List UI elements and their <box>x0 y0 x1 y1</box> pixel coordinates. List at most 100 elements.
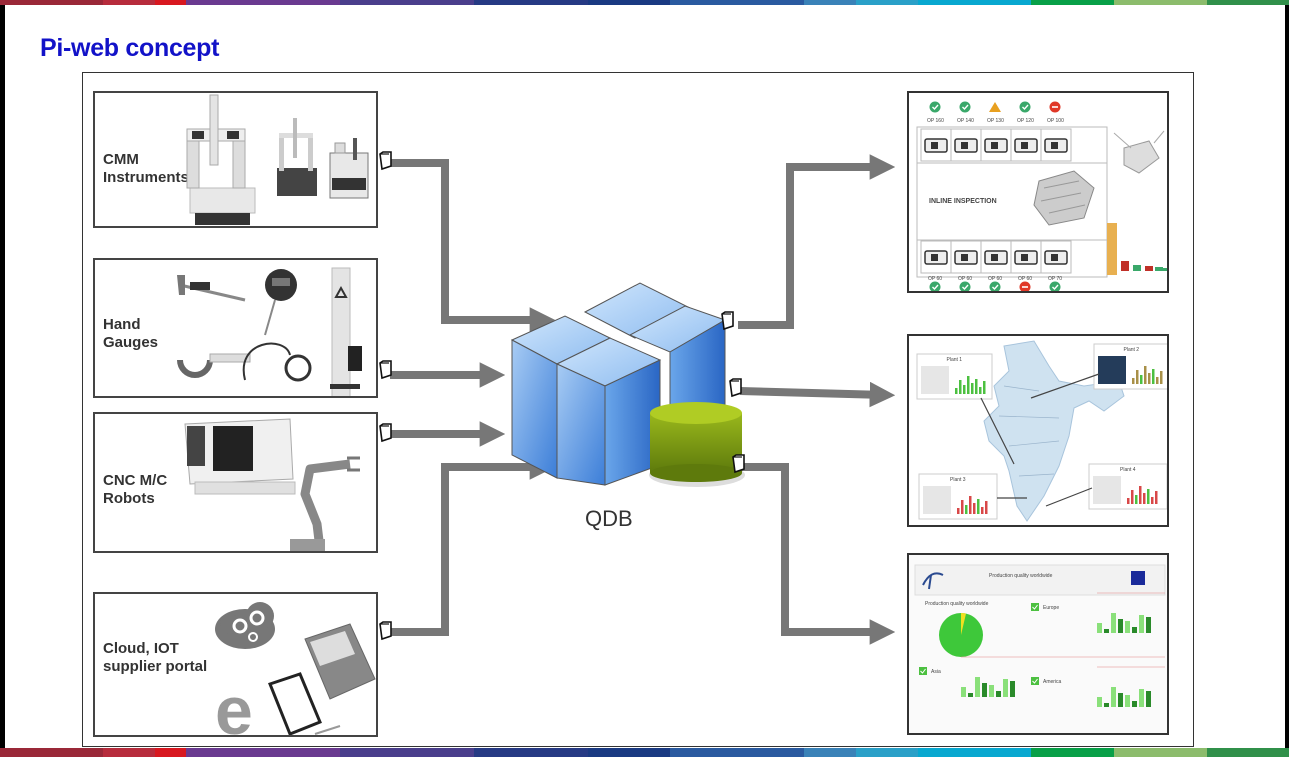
stripe-segment <box>1113 748 1207 757</box>
plant-chart-bar <box>955 388 958 394</box>
plant-chart-bar <box>1151 497 1154 504</box>
warning-bar <box>1107 223 1117 275</box>
stripe-segment <box>103 748 155 757</box>
region-chart-bar <box>1097 697 1102 707</box>
connector-qdb-to-dashboard <box>720 463 896 645</box>
op-label: OP 100 <box>1047 118 1064 124</box>
plant-chart-bar <box>1152 369 1155 384</box>
status-bar-chart <box>1121 261 1167 271</box>
stripe-segment <box>855 748 918 757</box>
status-ok-icon <box>1049 281 1061 291</box>
status-error-icon <box>1019 281 1031 291</box>
bottom-color-stripe <box>0 748 1289 757</box>
plant-chart-bar <box>961 500 964 514</box>
op-label: OP 70 <box>1048 276 1062 282</box>
source-box-cloud-iot: Cloud, IOT supplier portal e <box>93 592 378 737</box>
browser-e-icon: e <box>215 673 253 737</box>
plant-chart-bar <box>1160 371 1163 384</box>
part-image-icon <box>923 486 951 514</box>
status-ok-icon <box>989 281 1001 291</box>
piweb-logo-icon <box>922 572 944 590</box>
svg-text:e: e <box>215 673 253 737</box>
region-chart-bar <box>1132 627 1137 633</box>
caliper-gauge-icon <box>177 267 362 396</box>
status-bar <box>1133 265 1141 271</box>
region-chart-bar <box>1104 703 1109 707</box>
machine-station-icon <box>950 128 982 162</box>
region-chart-bar <box>968 693 973 697</box>
plant-chart-bar <box>1131 490 1134 504</box>
plant-chart-bar <box>965 505 968 514</box>
port-connector-icon <box>379 621 392 641</box>
region-panel: Asia <box>919 656 1165 697</box>
label-line: Hand <box>103 316 141 333</box>
stripe-segment <box>1031 0 1114 5</box>
plant-chart-bar <box>1155 491 1158 504</box>
stripe-segment <box>0 748 104 757</box>
port-connector-icon <box>732 454 745 474</box>
label-line: CMM <box>103 151 139 168</box>
machine-station-icon <box>950 240 982 274</box>
engine-block-icon <box>1033 170 1095 226</box>
op-label: OP 130 <box>987 118 1004 124</box>
plant-chart-bar <box>1140 375 1143 384</box>
region-chart-bar <box>1125 695 1130 707</box>
source-box-cnc-robots: CNC M/C Robots <box>93 412 378 553</box>
stripe-segment <box>0 0 104 5</box>
op-label: OP 60 <box>988 276 1002 282</box>
source-label-cmm: CMM Instruments <box>103 151 189 187</box>
plant-chart-bar <box>975 379 978 394</box>
stripe-segment <box>1206 748 1289 757</box>
source-label-cloud-iot: Cloud, IOT supplier portal <box>103 640 207 676</box>
region-chart-bar <box>1111 687 1116 707</box>
plant-card: Plant 4 <box>1088 463 1167 510</box>
plant-chart-bar <box>969 496 972 514</box>
region-chart-bar <box>1097 623 1102 633</box>
plant-chart-bar <box>1144 366 1147 384</box>
region-label: Europe <box>1043 605 1059 611</box>
label-line: CNC M/C <box>103 472 168 489</box>
cnc-robot-icon <box>184 418 360 551</box>
cmm-machine-icon <box>186 94 369 225</box>
region-check-icon <box>1031 603 1039 611</box>
status-ok-icon <box>959 101 971 113</box>
region-chart-bar <box>1003 679 1008 697</box>
port-connector-icon <box>379 360 392 380</box>
stripe-segment <box>917 748 1032 757</box>
status-bar <box>1163 268 1167 271</box>
region-check-icon <box>919 667 927 675</box>
label-line: Cloud, IOT <box>103 640 179 657</box>
stripe-segment <box>1113 0 1207 5</box>
mini-engine-diagram <box>1113 130 1165 174</box>
stripe-segment <box>340 0 475 5</box>
plant-label: Plant 3 <box>950 477 966 483</box>
plant-chart-bar <box>957 508 960 514</box>
stripe-segment <box>804 0 856 5</box>
region-chart-bar <box>1118 619 1123 633</box>
part-image-icon <box>1093 476 1121 504</box>
region-chart-bar <box>1146 617 1151 633</box>
op-label: OP 140 <box>957 118 974 124</box>
region-chart-bar <box>1010 681 1015 697</box>
inline-inspection-title: INLINE INSPECTION <box>929 198 997 205</box>
status-bar <box>1145 266 1153 271</box>
stripe-segment <box>587 748 671 757</box>
stripe-segment <box>154 748 186 757</box>
part-image-icon <box>1098 356 1126 384</box>
stripe-segment <box>185 748 341 757</box>
plant-chart-bar <box>977 499 980 514</box>
dashboard-title: Production quality worldwide <box>989 573 1053 579</box>
plant-chart-bar <box>1156 377 1159 384</box>
status-bar <box>1121 261 1129 271</box>
stripe-segment <box>154 0 186 5</box>
port-connector-icon <box>379 423 392 443</box>
machine-station-icon <box>920 240 952 274</box>
region-chart-bar <box>1132 701 1137 707</box>
op-label: OP 60 <box>928 276 942 282</box>
region-chart-bar <box>982 683 987 697</box>
plant-chart-bar <box>1139 486 1142 504</box>
machine-station-icon <box>980 128 1012 162</box>
plant-chart-bar <box>985 501 988 514</box>
region-panel: America <box>1031 666 1165 707</box>
